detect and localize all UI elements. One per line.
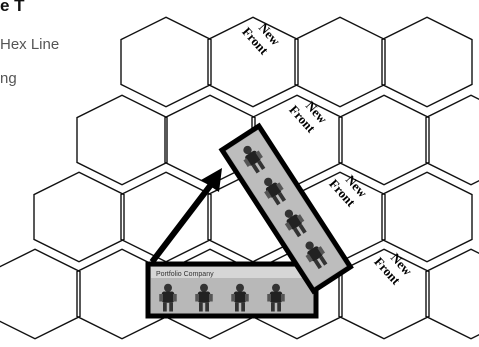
figure-caption-line-2: ng xyxy=(0,70,17,87)
unit-counter-icon xyxy=(231,283,249,312)
hex-cell xyxy=(33,171,125,263)
unit-counter-icon xyxy=(264,177,287,206)
horizontal-unit-stack xyxy=(159,283,285,312)
arrow-head-icon xyxy=(201,168,222,192)
figure-title-fragment: e T xyxy=(0,0,25,15)
new-front-label-4: New Front xyxy=(371,244,417,291)
hex-cell xyxy=(76,94,168,186)
figure-caption-line-1: Hex Line xyxy=(0,36,60,53)
unit-counter-icon xyxy=(159,283,177,312)
movement-arrow xyxy=(149,168,222,264)
hex-cell xyxy=(425,94,479,186)
hex-cell xyxy=(381,171,473,263)
hex-cell xyxy=(381,16,473,108)
hex-cell xyxy=(425,248,479,340)
strip-header: Portfolio Company xyxy=(156,271,214,278)
diagonal-unit-stack xyxy=(243,145,328,270)
new-front-label-3: New Front xyxy=(326,166,372,213)
horizontal-unit-strip: Portfolio Company xyxy=(145,261,319,319)
unit-counter-icon xyxy=(267,283,285,312)
unit-counter-icon xyxy=(195,283,213,312)
diagonal-unit-strip xyxy=(218,122,354,295)
hex-cell xyxy=(294,16,386,108)
unit-counter-icon xyxy=(305,241,328,270)
hex-cell xyxy=(207,16,299,108)
hex-cell xyxy=(0,248,81,340)
hex-cell xyxy=(120,16,212,108)
unit-counter-icon xyxy=(284,209,307,238)
unit-counter-icon xyxy=(243,145,266,174)
hex-cell xyxy=(338,94,430,186)
